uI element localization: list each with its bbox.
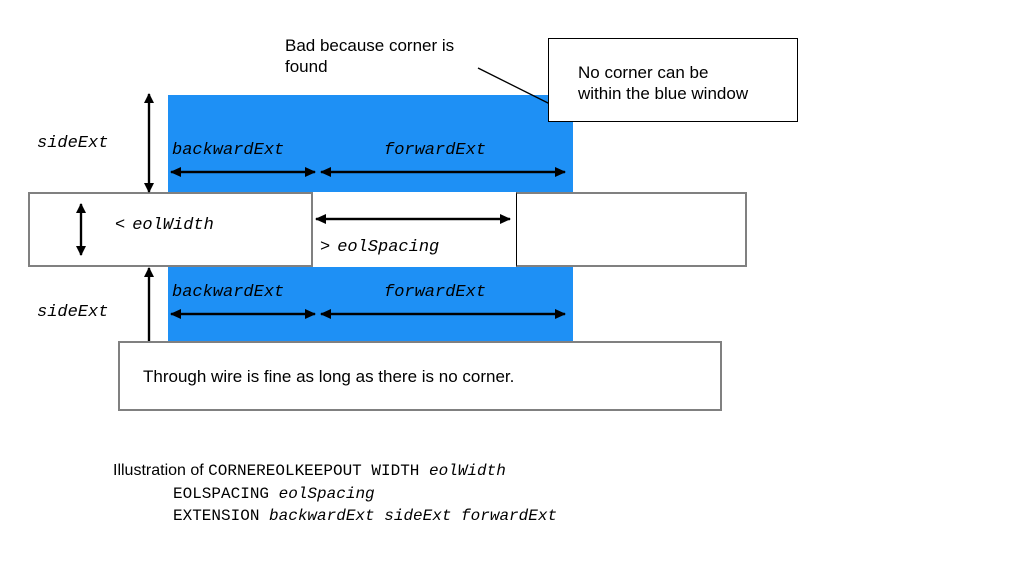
keepout-window-upper: [168, 95, 573, 192]
forward-ext-bottom-arrow: [320, 309, 566, 319]
eol-spacing-value: eolSpacing: [337, 238, 440, 257]
side-ext-top-label: sideExt: [37, 134, 109, 153]
caption-keyword-3: EXTENSION: [173, 507, 270, 526]
forward-ext-bottom-label: forwardExt: [384, 283, 487, 302]
side-ext-top-arrow: [144, 93, 154, 193]
caption-line-1: Illustration of CORNEREOLKEEPOUT WIDTH e…: [113, 460, 557, 483]
caption-prefix: Illustration of: [113, 462, 209, 479]
callout-through-wire: [118, 341, 722, 411]
forward-ext-top-label: forwardExt: [384, 141, 487, 160]
caption-keyword-2: EOLSPACING: [173, 484, 279, 503]
eol-spacing-operator: >: [320, 238, 331, 257]
caption-param-3: backwardExt sideExt forwardExt: [269, 507, 558, 526]
forward-ext-top-arrow: [320, 167, 566, 177]
side-ext-bottom-label: sideExt: [37, 303, 109, 322]
backward-ext-bottom-label: backwardExt: [172, 283, 285, 302]
eol-width-operator: <: [115, 216, 126, 235]
caption-line-3: EXTENSION backwardExt sideExt forwardExt: [113, 505, 557, 528]
eol-width-arrow: [76, 203, 86, 256]
caption-param-1: eolWidth: [429, 462, 506, 480]
caption-param-2: eolSpacing: [278, 484, 375, 503]
eol-width-label: < eolWidth: [115, 216, 214, 236]
backward-ext-top-label: backwardExt: [172, 141, 285, 160]
callout-bad-corner: Bad because corner is found: [285, 36, 455, 77]
wire-segment-left: [28, 192, 313, 267]
caption-line-2: EOLSPACING eolSpacing: [113, 483, 557, 506]
callout-no-corner-window-text: No corner can be within the blue window: [578, 63, 749, 104]
callout-no-corner-window: [548, 38, 798, 122]
figure-caption: Illustration of CORNEREOLKEEPOUT WIDTH e…: [113, 460, 557, 528]
backward-ext-top-arrow: [170, 167, 316, 177]
eol-spacing-label: > eolSpacing: [320, 238, 439, 258]
eol-width-value: eolWidth: [132, 216, 214, 235]
keepout-window-lower: [168, 267, 573, 355]
eol-spacing-arrow: [315, 214, 511, 224]
caption-keyword-1: CORNEREOLKEEPOUT WIDTH: [208, 462, 429, 480]
backward-ext-bottom-arrow: [170, 309, 316, 319]
callout-through-wire-text: Through wire is fine as long as there is…: [143, 367, 515, 386]
wire-segment-right: [516, 192, 747, 267]
